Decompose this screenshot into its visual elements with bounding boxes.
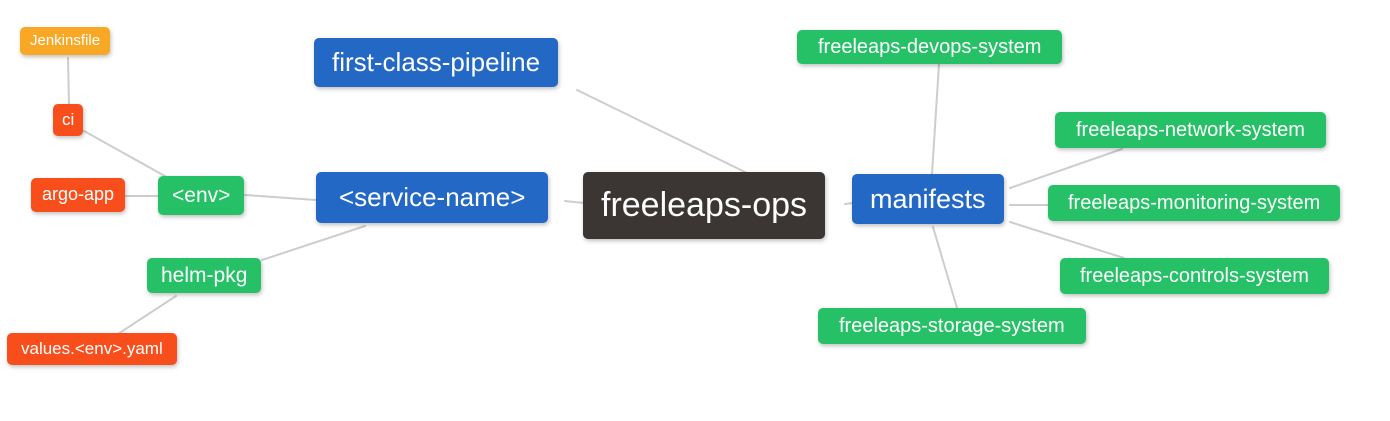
node-argo-app[interactable]: argo-app	[31, 178, 126, 212]
edge-service-root	[564, 200, 585, 204]
edge-env-service	[244, 194, 317, 201]
node-service-name[interactable]: <service-name>	[316, 172, 549, 224]
edge-ci-env	[83, 130, 173, 181]
node-freeleaps-devops-system[interactable]: freeleaps-devops-system	[797, 30, 1063, 64]
node-freeleaps-ops-root[interactable]: freeleaps-ops	[583, 172, 826, 239]
node-freeleaps-storage-system[interactable]: freeleaps-storage-system	[818, 308, 1086, 344]
edge-root-manifests	[844, 202, 854, 205]
node-helm-pkg[interactable]: helm-pkg	[147, 258, 262, 294]
node-freeleaps-monitoring-system[interactable]: freeleaps-monitoring-system	[1048, 185, 1341, 221]
edge-values-helm	[117, 295, 177, 335]
node-jenkinsfile[interactable]: Jenkinsfile	[20, 27, 111, 55]
edge-manifests-controls	[1009, 221, 1125, 259]
edge-pipeline-root	[576, 89, 748, 174]
node-values-env-yaml[interactable]: values.<env>.yaml	[7, 333, 177, 366]
node-ci[interactable]: ci	[53, 104, 84, 137]
node-env[interactable]: <env>	[158, 176, 245, 216]
edge-helm-service	[261, 225, 366, 261]
edge-jenkinsfile-ci	[67, 57, 70, 106]
edge-manifests-devops	[931, 63, 940, 175]
edge-manifests-network	[1009, 148, 1123, 189]
node-freeleaps-network-system[interactable]: freeleaps-network-system	[1055, 112, 1326, 148]
node-first-class-pipeline[interactable]: first-class-pipeline	[314, 38, 559, 88]
node-manifests[interactable]: manifests	[852, 174, 1004, 225]
edge-manifests-storage	[932, 226, 958, 309]
node-freeleaps-controls-system[interactable]: freeleaps-controls-system	[1060, 258, 1329, 294]
